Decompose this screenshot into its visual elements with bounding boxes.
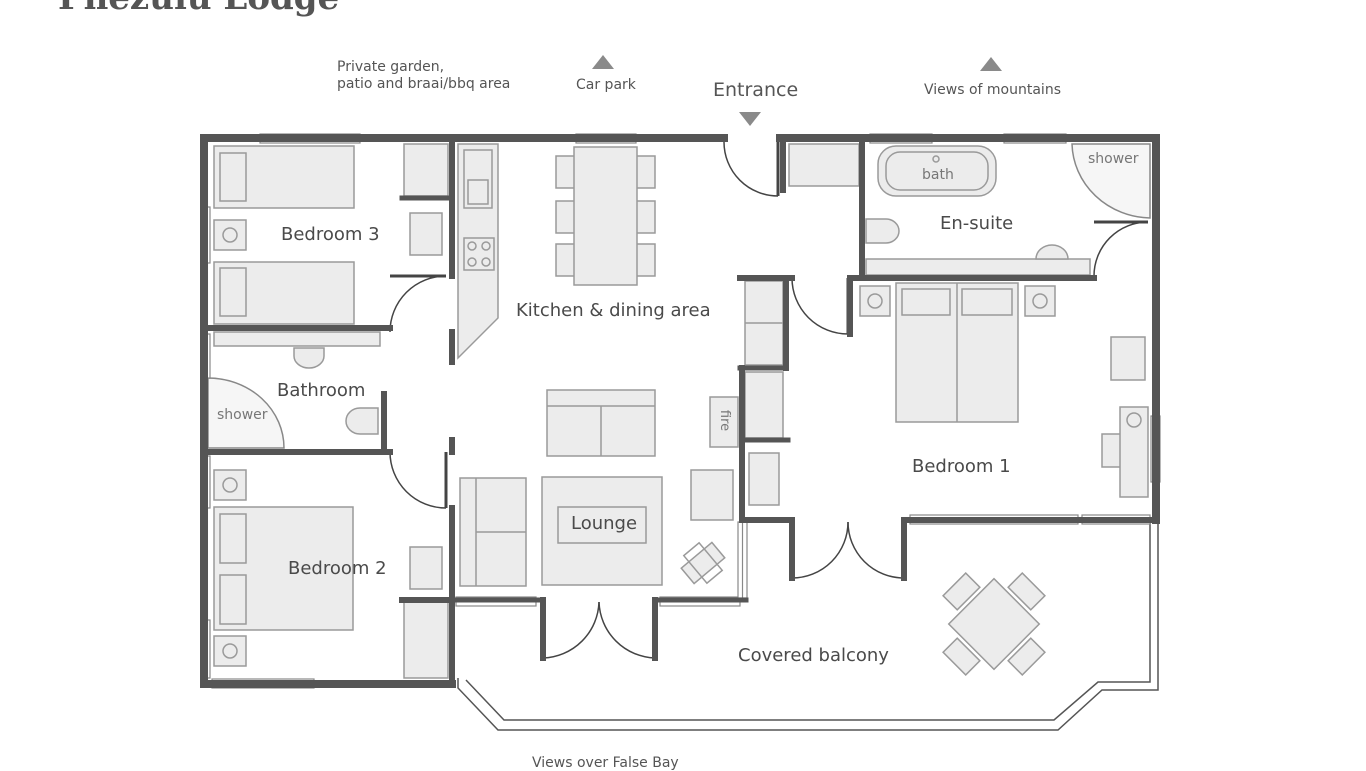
room-label-balcony: Covered balcony [738, 645, 889, 666]
car-park-arrow-icon [592, 55, 614, 69]
shower-icon [207, 377, 285, 449]
hob-icon [481, 241, 491, 251]
chair-icon [1110, 336, 1146, 381]
cupboard-icon [744, 371, 784, 439]
room-label-lounge: Lounge [571, 513, 638, 534]
sink-bowl-icon [467, 179, 489, 205]
hob-icon [467, 257, 477, 267]
chair-icon [634, 200, 656, 234]
side-table-icon [680, 541, 726, 585]
chair-icon [555, 155, 577, 189]
pillow-icon [219, 152, 247, 202]
room-label-bathroom: Bathroom [277, 380, 366, 401]
entrance-arrow-icon [739, 112, 761, 126]
cupboard-icon [788, 143, 860, 187]
room-label-bedroom2: Bedroom 2 [288, 558, 387, 579]
basin-icon [293, 347, 325, 369]
fire-label: fire [717, 409, 733, 432]
toilet-icon [345, 407, 379, 435]
furniture [213, 143, 1149, 679]
chair-icon [555, 200, 577, 234]
nightstand-icon [1024, 285, 1056, 317]
bath-label: bath [922, 167, 954, 183]
cupboard-icon [748, 452, 780, 506]
desk-icon [1119, 406, 1149, 498]
nightstand-icon [213, 219, 247, 251]
nightstand-icon [213, 635, 247, 667]
garden-label-line2: patio and braai/bbq area [337, 76, 511, 92]
car-park-label: Car park [576, 77, 636, 93]
pillow-icon [901, 288, 951, 316]
cupboard-icon [403, 601, 449, 679]
dining-table-icon [573, 146, 638, 286]
chair-icon [1007, 572, 1046, 611]
lamp-icon [222, 477, 238, 493]
lamp-icon [1032, 293, 1048, 309]
pillow-icon [219, 513, 247, 564]
shower-icon [1071, 143, 1151, 219]
vanity-icon [213, 331, 381, 347]
lamp-icon [867, 293, 883, 309]
mountains-label: Views of mountains [924, 82, 1061, 98]
cupboard-icon [403, 143, 449, 197]
chair-icon [555, 243, 577, 277]
rug-icon [541, 476, 663, 586]
chair-icon [409, 212, 443, 256]
page-title: Phezulu Lodge [58, 0, 339, 18]
bathtub-icon [877, 145, 997, 197]
room-label-kitchen: Kitchen & dining area [516, 300, 711, 321]
chair-icon [942, 637, 981, 676]
nightstand-icon [213, 469, 247, 501]
pillow-icon [219, 267, 247, 317]
room-label-ensuite: En-suite [940, 213, 1014, 234]
nightstand-icon [859, 285, 891, 317]
room-label-bedroom1: Bedroom 1 [912, 456, 1011, 477]
pillow-icon [961, 288, 1013, 316]
shower-label-bathroom: shower [217, 407, 268, 423]
garden-label: Private garden, patio and braai/bbq area [337, 59, 510, 93]
chair-icon [409, 546, 443, 590]
room-label-bedroom3: Bedroom 3 [281, 224, 380, 245]
bay-label: Views over False Bay [532, 755, 679, 771]
shower-arcs [207, 143, 1151, 449]
balcony-table-icon [947, 577, 1041, 671]
chair-icon [634, 243, 656, 277]
pillow-icon [219, 574, 247, 625]
walls [200, 134, 1160, 688]
lamp-icon [222, 643, 238, 659]
chair-icon [1007, 637, 1046, 676]
entrance-label: Entrance [713, 79, 799, 101]
chair-icon [634, 155, 656, 189]
vanity-icon [865, 258, 1091, 276]
fireplace-icon [709, 396, 739, 448]
mountains-arrow-icon [980, 57, 1002, 71]
basin-icon [1035, 244, 1069, 260]
lamp-icon [222, 227, 238, 243]
hob-icon [467, 241, 477, 251]
shower-label-ensuite: shower [1088, 151, 1139, 167]
chair-icon [942, 572, 981, 611]
hob-icon [481, 257, 491, 267]
balcony-outline [457, 522, 1159, 731]
garden-label-line1: Private garden, [337, 59, 445, 75]
toilet-icon [865, 218, 900, 244]
coffee-table-icon [557, 506, 647, 544]
armchair-icon [690, 469, 734, 521]
